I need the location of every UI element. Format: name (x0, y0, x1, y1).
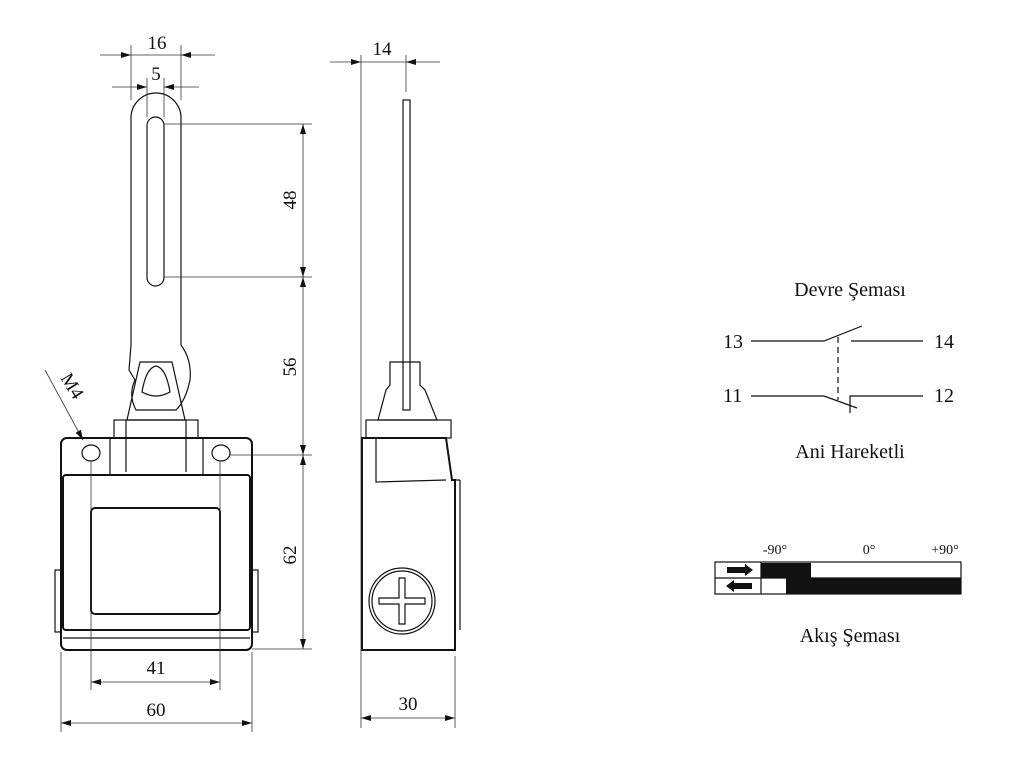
angle-plus90: +90° (931, 543, 959, 558)
lever-rod (402, 99, 411, 411)
dim-14: 14 (373, 39, 393, 60)
lever (128, 92, 191, 411)
dim-56: 56 (280, 358, 301, 377)
dim-30: 30 (399, 694, 418, 715)
terminal-12: 12 (934, 385, 954, 407)
roller-head (126, 361, 186, 421)
roller (141, 365, 171, 397)
terminal-14: 14 (934, 331, 954, 353)
angle-minus90: -90° (763, 543, 787, 558)
dim-60: 60 (147, 700, 166, 721)
circuit-diagram: Devre Şeması 13 14 11 12 Ani Hareketli (723, 279, 954, 463)
terminal-11: 11 (723, 385, 742, 407)
flow-bar-return (786, 578, 961, 594)
mount-hole-left (81, 444, 101, 462)
terminal-13: 13 (723, 331, 743, 353)
body (60, 437, 253, 651)
circuit-title: Devre Şeması (794, 279, 906, 301)
dim-16: 16 (148, 33, 167, 54)
lever-slot (146, 116, 165, 287)
side-view: 14 30 (330, 39, 461, 728)
angle-0: 0° (863, 543, 876, 558)
front-view: 16 5 48 56 62 M4 41 60 (44, 33, 312, 732)
flow-title: Akış Şeması (800, 625, 901, 647)
flow-bar-forward (761, 563, 811, 578)
screw (368, 567, 436, 635)
cover (62, 474, 251, 631)
side-head (377, 361, 438, 421)
dim-62: 62 (280, 546, 301, 565)
arrow-left-icon (726, 580, 752, 592)
dim-48: 48 (280, 191, 301, 210)
arrow-right-icon (727, 564, 753, 576)
flow-diagram: -90° 0° +90° Akış Şeması (714, 543, 962, 647)
dim-41: 41 (147, 658, 166, 679)
circuit-subtitle: Ani Hareketli (795, 441, 905, 463)
screw-cross-icon (378, 577, 426, 625)
window (90, 507, 221, 615)
mount-hole-right (211, 444, 231, 462)
dim-5: 5 (151, 64, 161, 85)
